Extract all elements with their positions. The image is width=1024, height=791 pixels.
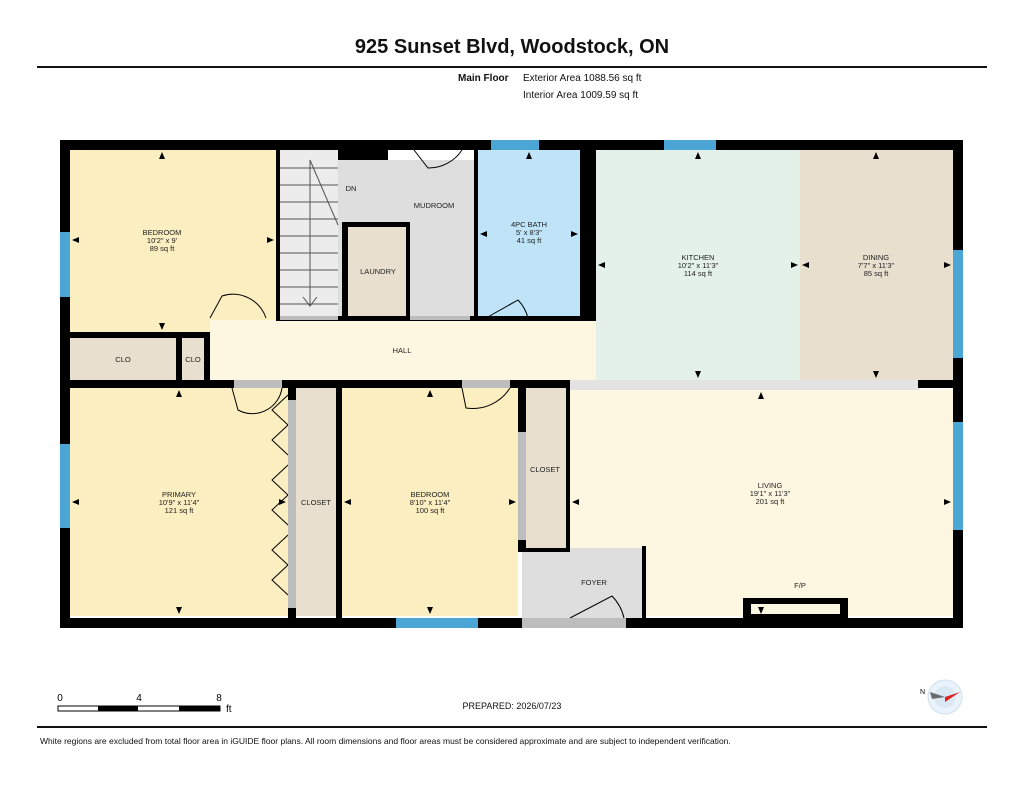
interior-area: Interior Area 1009.59 sq ft [523,90,639,101]
footer-disclaimer: White regions are excluded from total fl… [40,736,731,746]
clo1-name: CLO [115,355,131,364]
living-name: LIVING [758,481,783,490]
dining-name: DINING [863,253,889,262]
living-size: 201 sq ft [756,497,786,506]
foyer-name: FOYER [581,578,607,587]
bedroom2-dims: 8'10" x 11'4" [410,498,451,507]
scale-bar: 0 4 8 ft [57,693,232,715]
bedroom1-area [70,150,276,332]
mudroom-name: MUDROOM [414,201,454,210]
scale-unit: ft [226,704,232,715]
closet2-name: CLOSET [530,465,560,474]
primary-size: 121 sq ft [165,506,195,515]
living-opening [570,380,920,390]
scale-tick-4: 4 [136,693,142,704]
closet2-area [526,388,566,550]
bedroom1-dims: 10'2" x 9' [147,236,178,245]
closet1-name: CLOSET [301,498,331,507]
bedroom2-area [342,388,518,616]
stairs-lines [278,159,339,307]
kitchen-name: KITCHEN [682,253,715,262]
bedroom2-size: 100 sq ft [416,506,446,515]
laundry-area [348,227,406,317]
clo2-area [182,338,204,380]
bedroom2-name: BEDROOM [411,490,450,499]
fireplace-label: F/P [794,581,806,590]
scale-tick-8: 8 [216,693,222,704]
footer-divider [37,726,987,728]
closet1-area [296,388,336,616]
page-title: 925 Sunset Blvd, Woodstock, ON [354,36,670,58]
prepared-date: PREPARED: 2026/07/23 [462,701,562,711]
living-dims: 19'1" x 11'3" [750,489,791,498]
bath-area [478,150,580,318]
fireplace-hearth [751,604,840,614]
bedroom1-name: BEDROOM [143,228,182,237]
stairs-label: DN [346,184,357,193]
windows [60,140,963,628]
dining-dims: 7'7" x 11'3" [858,261,895,270]
bedroom1-size: 89 sq ft [150,244,176,253]
dimension-arrows [72,152,951,614]
bath-dims: 5' x 8'3" [516,228,542,237]
clo1-area [70,338,176,380]
floor-label: Main Floor [458,73,509,84]
compass-icon: N [920,679,963,715]
hall-area [210,320,596,380]
foyer-area [522,548,642,618]
door-openings [234,316,626,628]
scale-tick-0: 0 [57,693,63,704]
dining-size: 85 sq ft [864,269,890,278]
dining-area [800,150,953,380]
laundry-name: LAUNDRY [360,267,396,276]
primary-dims: 10'9" x 11'4" [159,498,200,507]
bath-size: 41 sq ft [517,236,543,245]
kitchen-size: 114 sq ft [684,269,713,278]
compass-north-label: N [920,689,925,696]
kitchen-area [596,150,800,380]
exterior-area: Exterior Area 1088.56 sq ft [523,73,642,84]
header-divider [37,66,987,68]
primary-area [70,388,288,616]
stairs-area [278,150,338,318]
hall-name: HALL [393,346,412,355]
kitchen-dims: 10'2" x 11'3" [678,261,719,270]
bath-name: 4PC BATH [511,220,547,229]
clo2-name: CLO [185,355,201,364]
primary-name: PRIMARY [162,490,196,499]
